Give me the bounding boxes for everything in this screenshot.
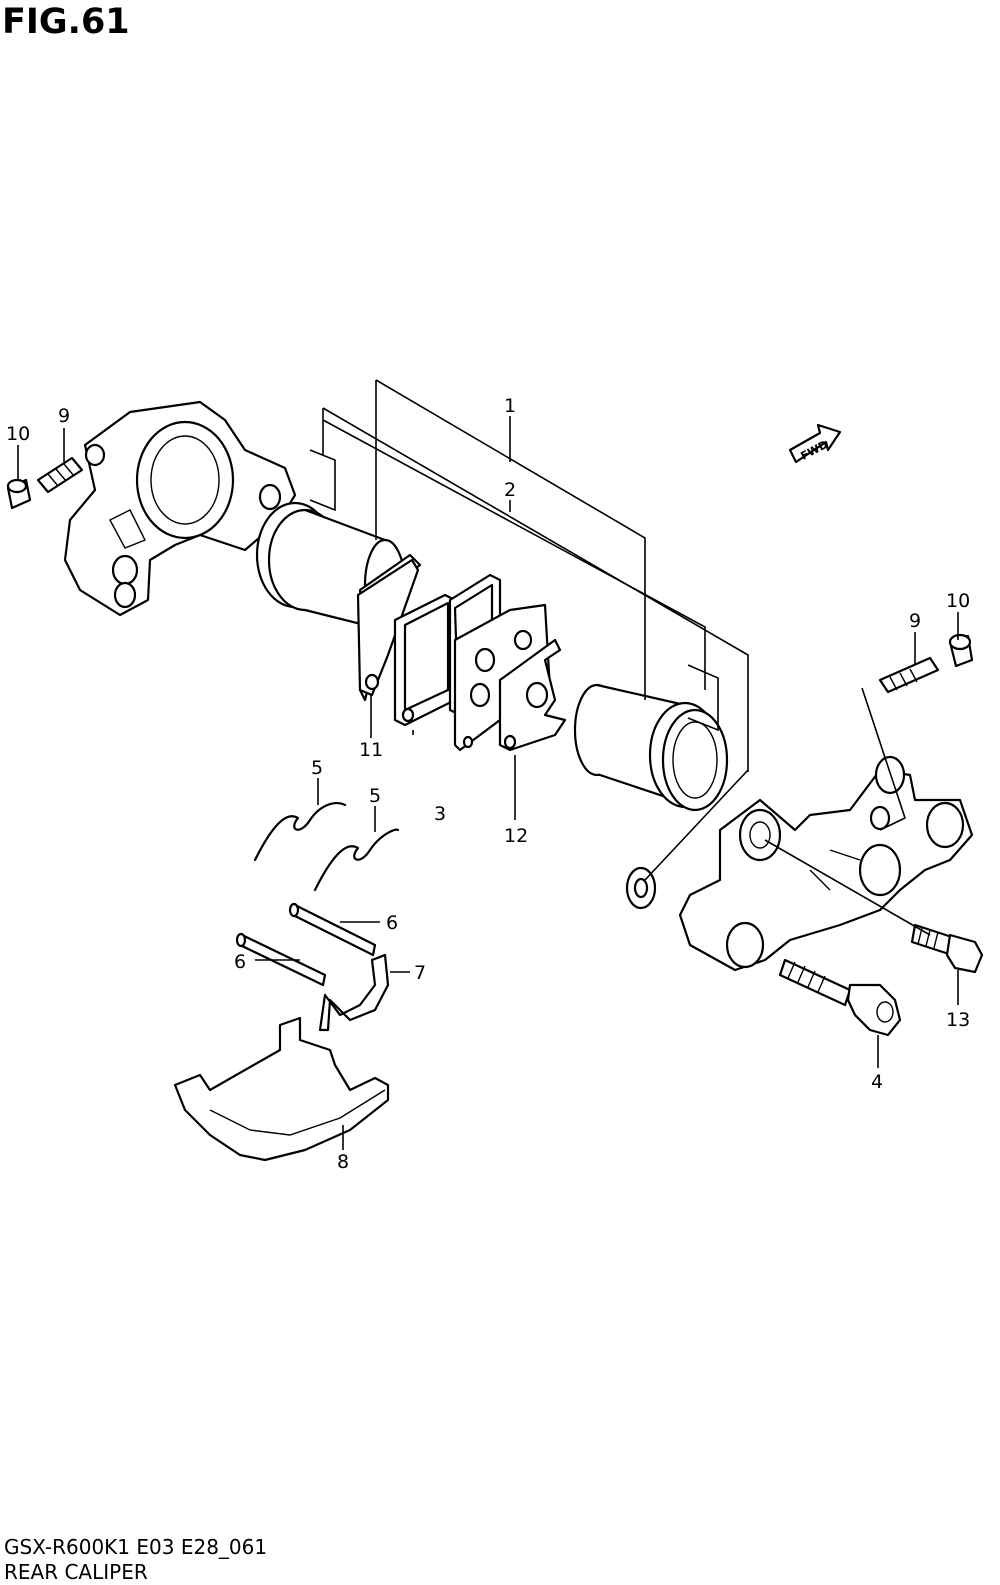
left-bleeder-cap	[6, 478, 32, 510]
callout-labels: 1 2 3 4 5 5 6 6 7 8 9 9 10 10 11 12 13	[6, 395, 970, 1173]
callout-12: 12	[504, 825, 528, 847]
leader-lines	[17, 379, 959, 1150]
callout-7: 7	[414, 962, 426, 984]
left-bleeder-screw	[36, 456, 84, 494]
caption: REAR CALIPER	[4, 1560, 148, 1584]
callout-11: 11	[359, 739, 383, 761]
callout-6b: 6	[234, 951, 246, 973]
right-bleeder-screw	[878, 656, 940, 694]
callout-3: 3	[434, 803, 446, 825]
callout-6a: 6	[386, 912, 398, 934]
shim-right	[498, 638, 567, 752]
washer	[625, 866, 657, 910]
mounting-bolt-4	[778, 958, 902, 1037]
caliper-cover	[173, 1016, 390, 1162]
callout-1: 1	[504, 395, 516, 417]
callout-5b: 5	[369, 785, 381, 807]
callout-9-right: 9	[909, 610, 921, 632]
model-code: GSX-R600K1 E03 E28_061	[4, 1535, 268, 1559]
pad-spring-5b	[313, 828, 400, 892]
callout-4: 4	[871, 1071, 883, 1093]
pad-spring-7	[318, 953, 390, 1032]
callout-2: 2	[504, 479, 516, 501]
shim-left	[356, 553, 422, 702]
pad-pin-upper	[288, 902, 377, 957]
figure-title: FIG.61	[2, 2, 130, 42]
pad-spring-5a	[253, 802, 347, 862]
callout-13: 13	[946, 1009, 970, 1031]
forward-arrow-icon: FWD	[788, 423, 842, 464]
brake-pad-inner	[393, 593, 457, 727]
footer: GSX-R600K1 E03 E28_061 REAR CALIPER	[4, 1535, 267, 1585]
right-bleeder-cap	[948, 633, 974, 668]
callout-10-left: 10	[6, 423, 30, 445]
right-piston	[573, 683, 729, 812]
mounting-bolt-13	[910, 923, 984, 974]
callout-5a: 5	[311, 757, 323, 779]
left-caliper-housing	[63, 400, 297, 617]
callout-10-right: 10	[946, 590, 970, 612]
callout-8: 8	[337, 1151, 349, 1173]
callout-9-left: 9	[58, 405, 70, 427]
